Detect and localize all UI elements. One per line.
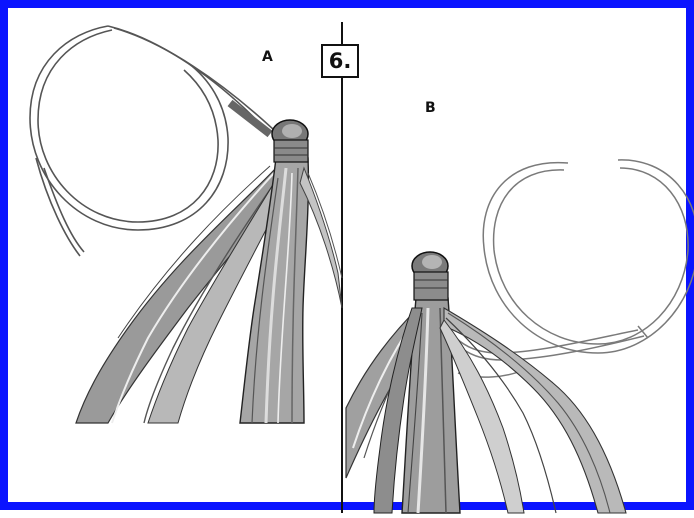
instruction-illustration [8, 8, 694, 518]
panel-a-label: A [262, 50, 273, 64]
cord-end-a [230, 103, 270, 134]
step-number-box: 6. [321, 44, 359, 78]
knot-b [412, 252, 448, 300]
panel-a-illustration [30, 26, 342, 423]
cord-loop-b [438, 160, 694, 377]
panel-b-illustration [346, 160, 694, 513]
tassel-strands-a [76, 158, 342, 423]
panel-b-label: B [425, 101, 436, 115]
knot-a [272, 120, 308, 162]
tassel-strands-b [346, 298, 626, 513]
